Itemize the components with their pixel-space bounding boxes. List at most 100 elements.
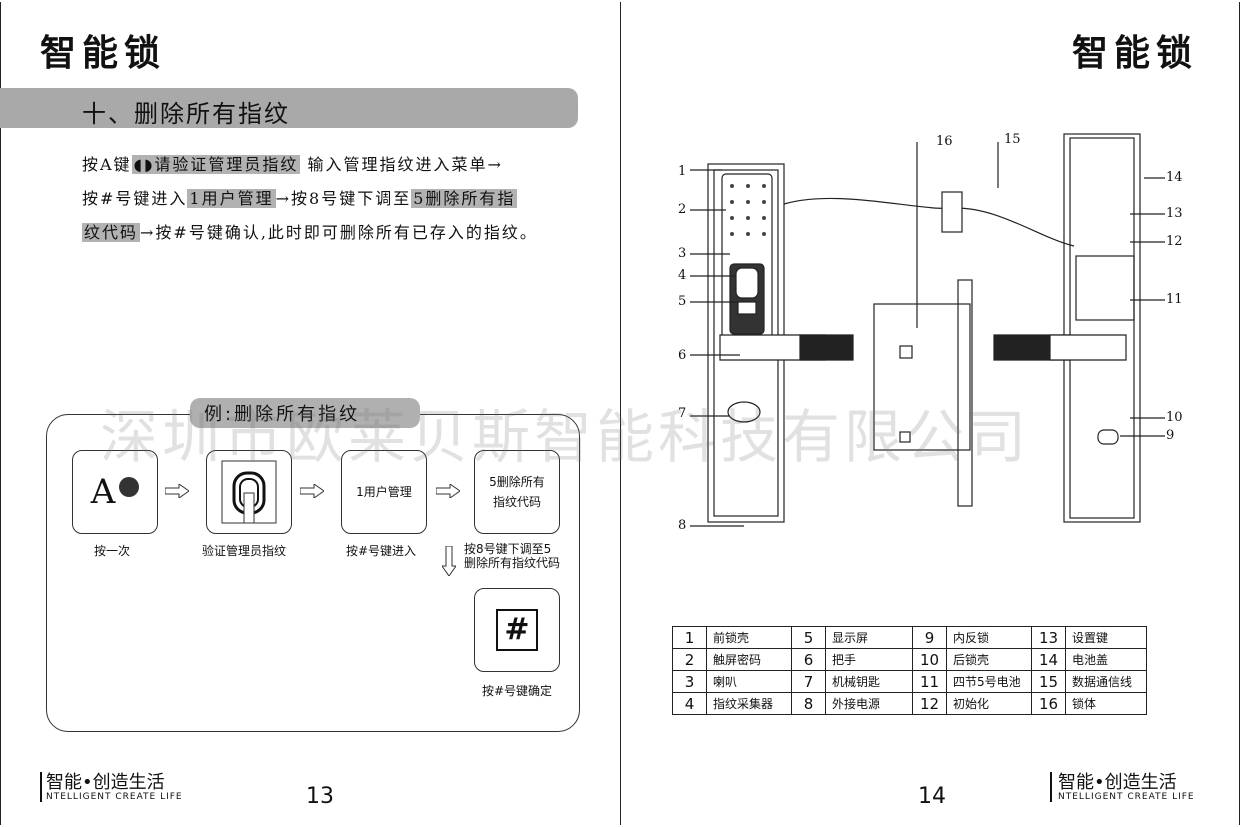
footer-slogan: 智能•创造生活	[1058, 772, 1177, 793]
instr-verify-admin: 请验证管理员指纹	[154, 155, 299, 174]
step-delete-all-caption-2: 删除所有指纹代码	[464, 556, 561, 570]
callout-9: 9	[1166, 428, 1175, 443]
legend-label: 电池盖	[1065, 648, 1147, 671]
callout-6: 6	[678, 348, 687, 363]
footer-tagline: NTELLIGENT CREATE LIFE	[1058, 792, 1195, 802]
press-button-icon	[119, 477, 140, 497]
step-press-a-caption: 按一次	[94, 544, 131, 558]
legend-label: 触屏密码	[706, 648, 792, 671]
legend-number: 4	[672, 692, 707, 715]
legend-number: 12	[912, 692, 947, 715]
speaker-icon: ◖◗	[133, 155, 155, 174]
legend-label: 喇叭	[706, 670, 792, 693]
step-arrow-icon	[300, 484, 324, 498]
step-delete-all-caption-1: 按8号键下调至5	[464, 542, 552, 556]
legend-number: 1	[672, 626, 707, 649]
step-hash-caption: 按#号键确定	[482, 684, 553, 698]
callout-4: 4	[678, 268, 687, 283]
legend-number: 15	[1031, 670, 1066, 693]
callout-11: 11	[1166, 292, 1183, 307]
callout-5: 5	[678, 294, 687, 309]
step-hash-box: #	[474, 588, 560, 672]
instr-press-a: 按A键	[82, 155, 132, 174]
step-fingerprint-caption: 验证管理员指纹	[202, 544, 287, 558]
step-press-a-box: A	[72, 450, 158, 534]
instr-user-mgmt: 1用户管理	[187, 189, 276, 208]
instr-delete-all-1: 5删除所有指	[411, 189, 518, 208]
user-mgmt-label: 1用户管理	[356, 485, 412, 499]
section-title: 十、删除所有指纹	[82, 100, 290, 128]
legend-number: 6	[791, 648, 826, 671]
legend-number: 11	[912, 670, 947, 693]
delete-all-label-2: 指纹代码	[492, 495, 541, 509]
legend-number: 7	[791, 670, 826, 693]
legend-number: 16	[1031, 692, 1066, 715]
delete-all-label-1: 5删除所有	[489, 475, 545, 489]
section-title-bar: 十、删除所有指纹	[0, 88, 578, 128]
step-arrow-icon	[165, 484, 189, 498]
page-divider	[620, 2, 621, 825]
arrow-icon: →	[487, 155, 503, 174]
legend-label: 把手	[825, 648, 913, 671]
legend-label: 数据通信线	[1065, 670, 1147, 693]
legend-number: 3	[672, 670, 707, 693]
left-page-edge	[0, 2, 1, 825]
callout-1: 1	[678, 164, 687, 179]
right-brand-title: 智能锁	[1072, 33, 1199, 74]
legend-label: 指纹采集器	[706, 692, 792, 715]
example-title-tab: 例:删除所有指纹	[190, 398, 420, 428]
fingerprint-scanner-icon	[221, 460, 277, 524]
legend-label: 初始化	[946, 692, 1032, 715]
legend-label: 机械钥匙	[825, 670, 913, 693]
instr-confirm: 按#号键确认,此时即可删除所有已存入的指纹。	[155, 223, 538, 242]
footer-slogan: 智能•创造生活	[46, 772, 165, 793]
right-page-edge	[1239, 2, 1240, 825]
callout-2: 2	[678, 202, 687, 217]
legend-label: 设置键	[1065, 626, 1147, 649]
callout-13: 13	[1166, 206, 1183, 221]
callout-8: 8	[678, 518, 687, 533]
arrow-icon: →	[140, 223, 156, 242]
legend-label: 外接电源	[825, 692, 913, 715]
footer-bar	[40, 772, 42, 802]
callout-14: 14	[1166, 170, 1183, 185]
legend-label: 四节5号电池	[946, 670, 1032, 693]
callout-10: 10	[1166, 410, 1183, 425]
step-user-mgmt-caption: 按#号键进入	[346, 544, 417, 558]
step-delete-all-box: 5删除所有 指纹代码	[474, 450, 560, 534]
step-arrow-icon	[436, 484, 460, 498]
instr-enter-menu: 输入管理指纹进入菜单	[307, 155, 488, 174]
arrow-icon: →	[275, 189, 292, 208]
footer-bar	[1050, 772, 1052, 802]
step-user-mgmt-box: 1用户管理	[341, 450, 427, 534]
legend-number: 14	[1031, 648, 1066, 671]
legend-label: 内反锁	[946, 626, 1032, 649]
legend-number: 2	[672, 648, 707, 671]
legend-label: 锁体	[1065, 692, 1147, 715]
instr-press-8: 按8号键下调至	[291, 189, 412, 208]
legend-label: 显示屏	[825, 626, 913, 649]
example-title: 例:删除所有指纹	[204, 404, 361, 425]
callout-7: 7	[678, 406, 687, 421]
instr-delete-all-2: 纹代码	[82, 223, 141, 242]
callout-15: 15	[1004, 132, 1021, 147]
down-arrow-icon	[442, 546, 456, 576]
callout-3: 3	[678, 246, 687, 261]
legend-label: 前锁壳	[706, 626, 792, 649]
page-number: 13	[306, 784, 334, 809]
callout-16: 16	[936, 134, 953, 149]
footer-tagline: NTELLIGENT CREATE LIFE	[46, 792, 183, 802]
page-number: 14	[918, 784, 946, 809]
step-fingerprint-box	[206, 450, 292, 534]
callout-12: 12	[1166, 234, 1183, 249]
company-watermark: 深圳市欧莱贝斯智能科技有限公司	[100, 403, 1031, 471]
instr-press-hash: 按#号键进入	[82, 189, 188, 208]
legend-number: 5	[791, 626, 826, 649]
legend-number: 9	[912, 626, 947, 649]
legend-number: 10	[912, 648, 947, 671]
hash-key-icon: #	[496, 609, 538, 651]
